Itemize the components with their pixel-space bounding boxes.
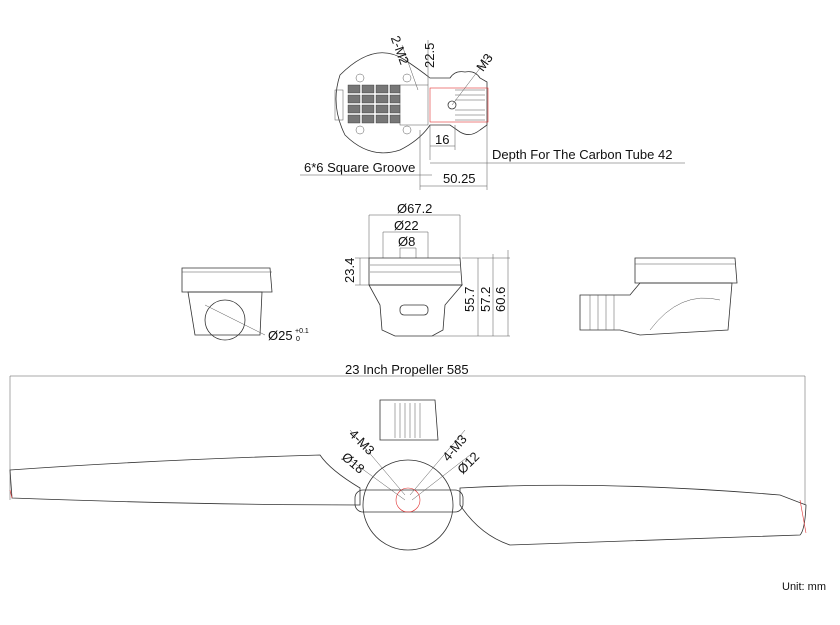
label-55-7: 55.7: [462, 286, 477, 312]
label-propeller: 23 Inch Propeller 585: [345, 362, 469, 377]
label-23-4: 23.4: [342, 257, 357, 283]
right-side-view-motor: [579, 257, 738, 336]
label-16: 16: [435, 132, 450, 147]
tolerance-lower: 0: [296, 336, 300, 343]
label-57-2: 57.2: [478, 286, 493, 312]
left-side-view-motor: [181, 267, 273, 341]
label-50-25: 50.25: [443, 171, 476, 186]
tolerance-upper: +0.1: [295, 328, 309, 335]
label-22-5: 22.5: [422, 42, 437, 68]
label-carbon-tube-depth: Depth For The Carbon Tube 42: [492, 147, 673, 162]
label-d8: Ø8: [398, 234, 416, 249]
top-view-motor: [300, 40, 685, 190]
label-d67-2: Ø67.2: [397, 201, 433, 216]
unit-label: Unit: mm: [782, 581, 826, 593]
label-60-6: 60.6: [493, 286, 508, 312]
label-d25: Ø25: [268, 328, 293, 343]
front-view-motor: [355, 214, 510, 337]
propeller-view: [9, 375, 807, 551]
label-d22: Ø22: [394, 218, 419, 233]
label-square-groove: 6*6 Square Groove: [304, 160, 416, 175]
